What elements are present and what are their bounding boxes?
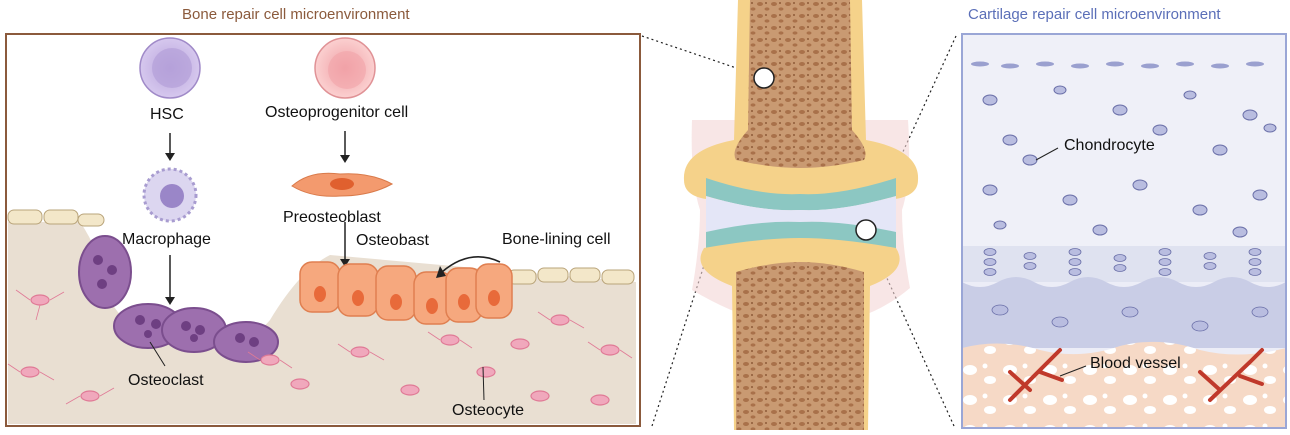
label-osteoblast: Osteobast xyxy=(356,232,429,250)
label-osteoclast: Osteoclast xyxy=(128,372,204,390)
label-chondrocyte: Chondrocyte xyxy=(1064,137,1155,155)
osteoprogenitor-cell xyxy=(315,38,375,98)
label-osteocyte: Osteocyte xyxy=(452,402,524,420)
label-bone-lining-cell: Bone-lining cell xyxy=(502,231,611,249)
joint-illustration xyxy=(684,0,918,430)
hsc-cell xyxy=(140,38,200,98)
cartilage-panel-title: Cartilage repair cell microenvironment xyxy=(968,6,1221,23)
deep-zone xyxy=(962,246,1286,282)
label-hsc: HSC xyxy=(150,106,184,124)
bone-panel-title: Bone repair cell microenvironment xyxy=(182,6,410,23)
label-preosteoblast: Preosteoblast xyxy=(283,209,381,227)
label-blood-vessel: Blood vessel xyxy=(1090,355,1181,373)
macrophage-cell xyxy=(144,169,196,221)
label-osteoprogenitor: Osteoprogenitor cell xyxy=(265,104,408,122)
label-macrophage: Macrophage xyxy=(122,231,211,249)
